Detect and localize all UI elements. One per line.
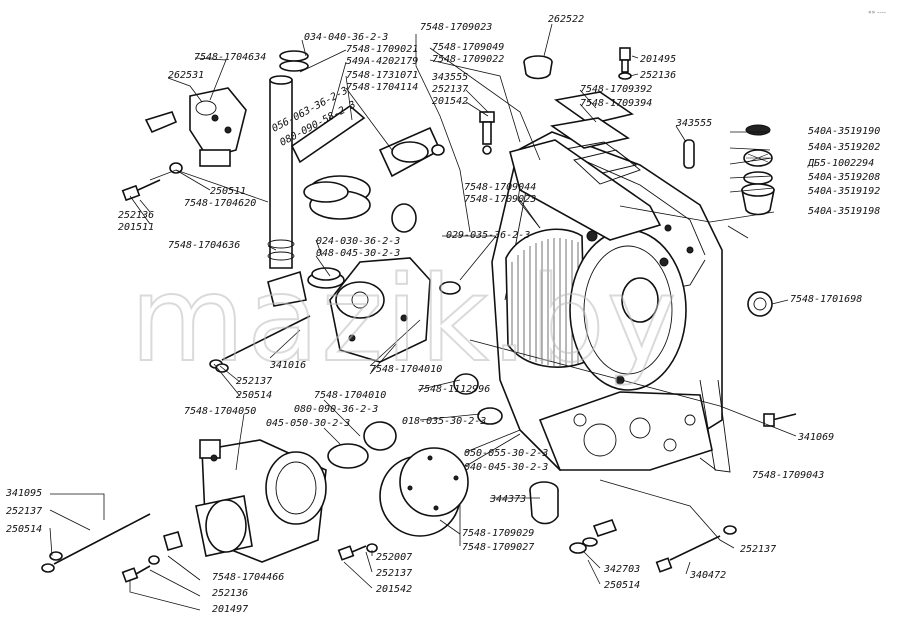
- part-label: 7548-1704620: [184, 198, 256, 209]
- part-label: 7548-1704010: [370, 364, 442, 375]
- part-label: 7548-1704050: [184, 406, 256, 417]
- part-label: 250514: [604, 580, 640, 591]
- part-label: 252136: [212, 588, 248, 599]
- part-label: 252137: [236, 376, 272, 387]
- part-label: 343555: [431, 72, 468, 83]
- part-label: 080-090-36-2-3: [294, 404, 378, 415]
- bolt-201542-top: [479, 111, 495, 155]
- filter-stack: [727, 124, 775, 239]
- part-label: 7548-1709029: [462, 528, 534, 539]
- part-label: 250514: [236, 390, 272, 401]
- part-label: 7548-1709027: [462, 542, 534, 553]
- part-label: 7548-1704010: [314, 390, 386, 401]
- lower-pump: [163, 439, 327, 563]
- part-label: 540A-3519202: [808, 142, 880, 153]
- part-label: 201497: [212, 604, 248, 615]
- part-label: 252007: [376, 552, 412, 563]
- part-label: 7548-1709394: [580, 98, 652, 109]
- pipe-assembly: [267, 50, 366, 307]
- round-cover: [379, 447, 469, 537]
- part-label: 252137: [6, 506, 42, 517]
- part-label: 549A-4202179: [346, 56, 418, 67]
- part-label: 540A-3519192: [808, 186, 880, 197]
- part-label: 040-045-30-2-3: [464, 462, 548, 473]
- part-label: 024-030-36-2-3: [316, 236, 400, 247]
- part-label: 340472: [689, 570, 726, 581]
- cup-344373: [529, 481, 559, 525]
- part-label: 7548-1704636: [168, 240, 240, 251]
- pin-343555: [683, 139, 695, 169]
- part-label: 250514: [6, 524, 42, 535]
- part-label: 540A-3519208: [808, 172, 880, 183]
- part-label: 252136: [118, 210, 154, 221]
- part-label: 341069: [797, 432, 834, 443]
- part-label: 343555: [675, 118, 712, 129]
- part-label: 201495: [640, 54, 676, 65]
- part-label: 7548-1709023: [420, 22, 492, 33]
- cover-plates: [509, 91, 662, 241]
- corner-mark: «» ----: [868, 9, 886, 16]
- part-label: 7548-1731071: [346, 70, 418, 81]
- lower-seal-rings: [327, 281, 503, 469]
- part-label: ДБ5-1002294: [807, 158, 874, 169]
- watermark: mazik.by: [130, 250, 679, 388]
- part-label: 252137: [432, 84, 468, 95]
- part-label: 262531: [168, 70, 204, 81]
- plug-262522: [523, 55, 553, 80]
- part-label: 050-055-30-2-3: [464, 448, 548, 459]
- part-label: 7548-1709043: [752, 470, 824, 481]
- leader-lines: [49, 23, 797, 611]
- bolt-201495: [618, 47, 632, 80]
- part-label: 048-045-30-2-3: [316, 248, 400, 259]
- pump-body: [307, 203, 431, 363]
- part-label: 540A-3519190: [808, 126, 880, 137]
- part-label: 7548-1704114: [346, 82, 418, 93]
- part-label: 252136: [640, 70, 676, 81]
- part-label: 341095: [5, 488, 42, 499]
- part-label: 540A-3519198: [808, 206, 880, 217]
- part-label: 7548-1709023: [464, 194, 536, 205]
- part-label: 344373: [489, 494, 526, 505]
- part-label: 250511: [210, 186, 246, 197]
- part-label: 034-040-36-2-3: [304, 32, 388, 43]
- part-label: 201511: [118, 222, 154, 233]
- part-label: 7548-1709044: [464, 182, 536, 193]
- part-label: 342703: [603, 564, 640, 575]
- part-label: 201542: [432, 96, 468, 107]
- part-label: 018-035-30-2-3: [402, 416, 486, 427]
- part-label: 341016: [269, 360, 306, 371]
- bottom-left-bolts: [41, 162, 378, 583]
- part-label: 262522: [548, 14, 584, 25]
- part-label: 7548-1112996: [418, 384, 490, 395]
- part-label: 252137: [376, 568, 412, 579]
- ring-1701698: [747, 291, 773, 317]
- part-label: 045-050-30-2-3: [266, 418, 350, 429]
- part-label: 7548-1709022: [432, 54, 504, 65]
- part-label: 7548-1701698: [790, 294, 862, 305]
- part-label: 029-035-36-2-3: [446, 230, 530, 241]
- part-label: 7548-1709392: [580, 84, 652, 95]
- bottom-right-bolts: [569, 519, 737, 573]
- part-label: 252137: [740, 544, 776, 555]
- part-label: 7548-1704634: [194, 52, 266, 63]
- part-label: 7548-1709049: [432, 42, 504, 53]
- seal-rings: [303, 126, 445, 220]
- part-label: 201542: [376, 584, 412, 595]
- pump-housing: [144, 87, 247, 167]
- part-label: 7548-1704466: [212, 572, 284, 583]
- parts-drawing: [41, 47, 797, 583]
- bolt-341069: [763, 413, 797, 427]
- main-housing: [491, 131, 731, 473]
- part-label: 7548-1709021: [346, 44, 418, 55]
